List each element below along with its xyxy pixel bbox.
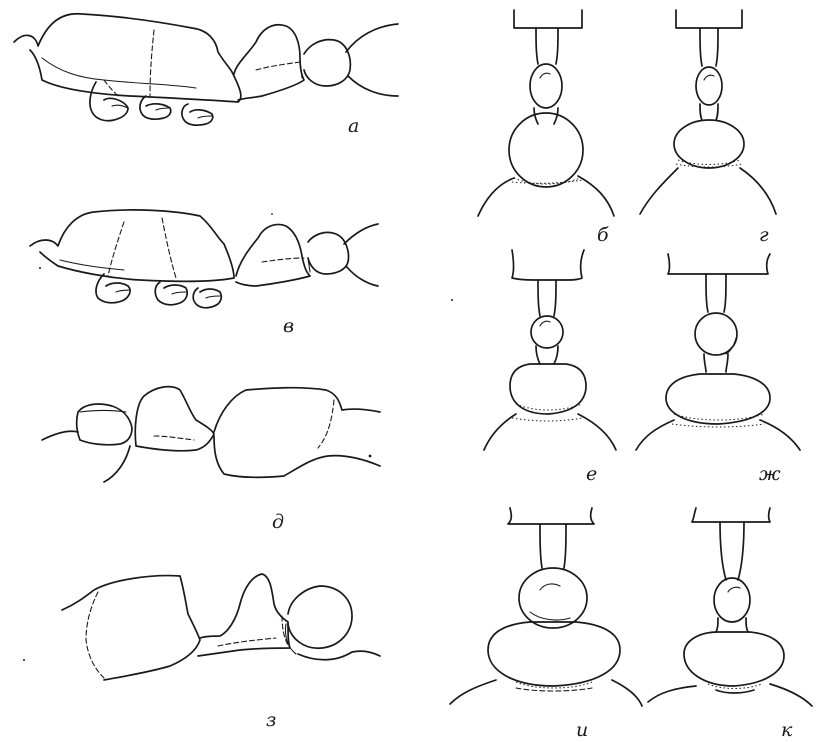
label-i: и — [576, 719, 588, 741]
label-z: з — [266, 709, 276, 731]
panel-e-dorsal — [483, 249, 617, 451]
label-v: в — [283, 315, 294, 337]
label-a: а — [348, 115, 359, 137]
panel-b-dorsal — [477, 9, 615, 217]
panel-zh-dorsal — [635, 253, 801, 451]
label-d: д — [272, 511, 284, 533]
print-specks — [23, 213, 453, 661]
panel-k-dorsal — [647, 507, 813, 707]
panel-v-lateral — [29, 209, 379, 309]
label-zh: ж — [759, 463, 781, 485]
label-g: г — [759, 224, 769, 246]
panel-a-lateral — [13, 12, 399, 127]
label-b: б — [597, 224, 609, 246]
panel-d-lateral — [41, 385, 381, 483]
label-e: е — [586, 463, 597, 485]
panel-i-dorsal — [449, 507, 643, 707]
panel-g-dorsal — [639, 9, 777, 215]
label-k: к — [781, 719, 793, 741]
panel-z-lateral — [61, 573, 381, 681]
